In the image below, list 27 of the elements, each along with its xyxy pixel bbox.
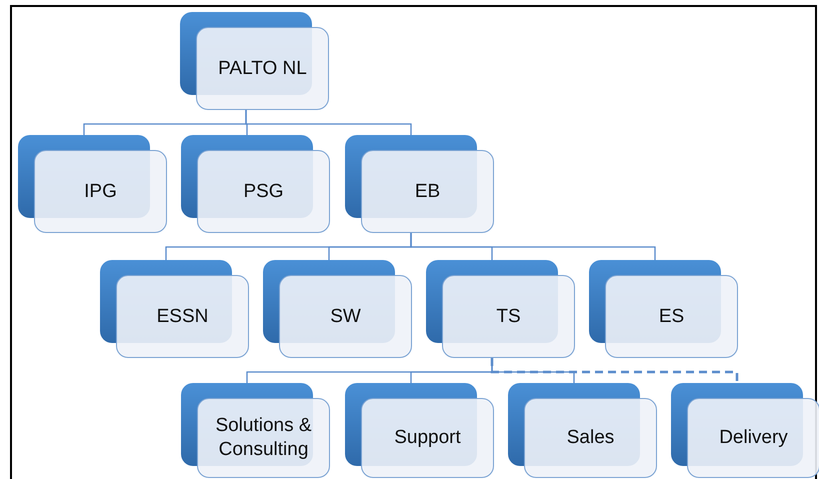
org-unit-card <box>426 260 575 358</box>
unit-name: ESSN <box>156 304 208 328</box>
unit-name: Delivery <box>719 426 788 450</box>
org-unit-card <box>181 383 330 478</box>
org-unit-card <box>345 135 494 233</box>
dashed-connector <box>490 358 738 383</box>
org-unit-card <box>180 12 329 110</box>
unit-name: IPG <box>84 180 117 204</box>
unit-name: PALTO NL <box>218 56 307 80</box>
org-unit-card <box>589 260 738 358</box>
unit-name: EB <box>414 180 440 204</box>
org-unit-card <box>18 135 167 233</box>
unit-name: ES <box>658 304 684 328</box>
unit-name: Solutions & Consulting <box>214 414 313 462</box>
connector-line <box>410 233 656 260</box>
org-unit-card <box>508 383 657 478</box>
connector-line <box>245 110 412 135</box>
org-unit-card <box>181 135 330 233</box>
unit-name: PSG <box>243 180 284 204</box>
unit-name: Support <box>394 426 461 450</box>
org-unit-card <box>100 260 249 358</box>
org-unit-card <box>671 383 819 478</box>
unit-name: Sales <box>566 426 614 450</box>
org-unit-card <box>263 260 412 358</box>
org-unit-card <box>345 383 494 478</box>
unit-name: TS <box>496 304 521 328</box>
unit-name: SW <box>330 304 361 328</box>
